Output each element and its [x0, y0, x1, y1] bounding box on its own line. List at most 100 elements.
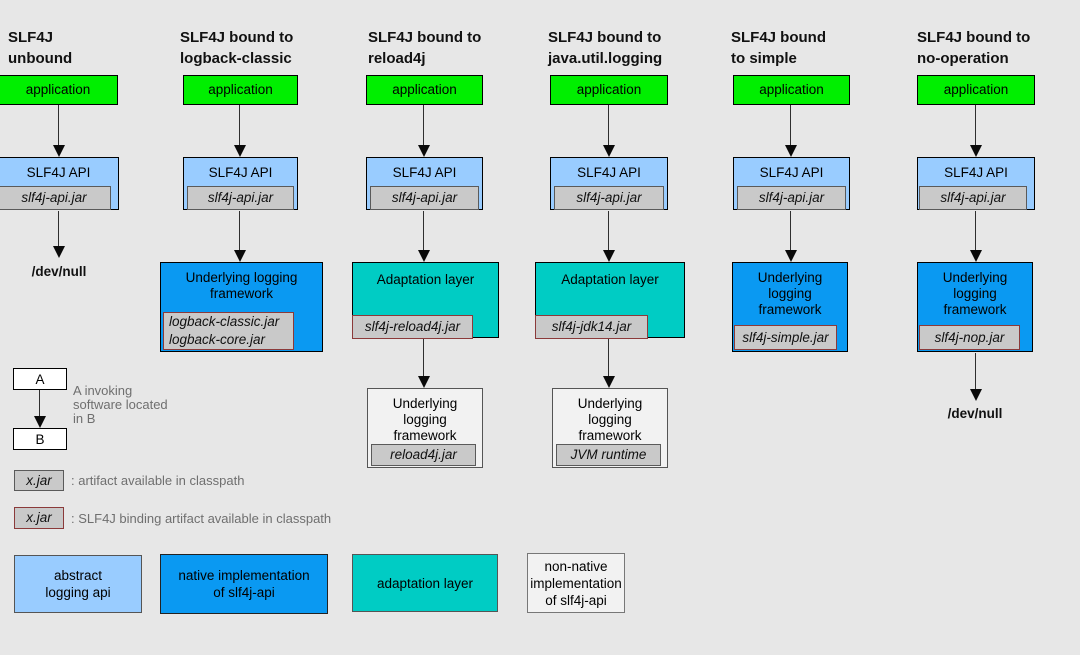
- arrowhead-icon: [418, 250, 430, 262]
- arrowhead-icon: [34, 416, 46, 428]
- arrow-down: [785, 211, 797, 262]
- jar-label: x.jar: [26, 472, 52, 488]
- underlying-framework-label: Underlying logging framework: [392, 396, 458, 443]
- legend-abstract-logging-api-box: abstract logging api: [14, 555, 142, 613]
- arrow-down: [418, 105, 430, 157]
- jar-label: slf4j-nop.jar: [934, 329, 1005, 345]
- legend-binding-jar-box: x.jar: [14, 507, 64, 529]
- slf4j-api-label: SLF4J API: [208, 165, 273, 180]
- column-title: SLF4J bound to no-operation: [917, 29, 1031, 67]
- application-box: application: [183, 75, 298, 105]
- jar-slf4j-jdk14: slf4j-jdk14.jar: [535, 315, 648, 339]
- legend-artifact-note: : artifact available in classpath: [71, 473, 245, 488]
- arrowhead-icon: [603, 250, 615, 262]
- legend-type-label: adaptation layer: [376, 575, 474, 591]
- arrow-shaft: [58, 105, 59, 146]
- arrow-down: [785, 105, 797, 157]
- arrowhead-icon: [53, 145, 65, 157]
- jar-slf4j-api: slf4j-api.jar: [370, 186, 479, 210]
- arrow-shaft: [239, 105, 240, 146]
- column-title: SLF4J bound to reload4j: [368, 29, 482, 67]
- jar-jvm-runtime: JVM runtime: [556, 444, 661, 466]
- arrow-shaft: [423, 211, 424, 251]
- arrow-shaft: [239, 211, 240, 251]
- arrow-shaft: [975, 353, 976, 390]
- legend-binding-note: : SLF4J binding artifact available in cl…: [71, 511, 332, 526]
- jar-label: JVM runtime: [570, 447, 647, 462]
- adaptation-layer-label: Adaptation layer: [561, 272, 659, 287]
- arrowhead-icon: [970, 389, 982, 401]
- underlying-framework-label: Underlying logging framework: [757, 270, 823, 317]
- jar-slf4j-api: slf4j-api.jar: [187, 186, 294, 210]
- slf4j-api-label: SLF4J API: [944, 165, 1008, 180]
- jar-label: slf4j-jdk14.jar: [551, 319, 632, 334]
- arrow-shaft: [790, 211, 791, 251]
- arrowhead-icon: [603, 145, 615, 157]
- arrow-shaft: [423, 339, 424, 377]
- legend-non-native-implementation-box: non-native implementation of slf4j-api: [527, 553, 625, 613]
- arrowhead-icon: [418, 145, 430, 157]
- arrow-shaft: [58, 211, 59, 247]
- legend-type-label: non-native implementation of slf4j-api: [530, 558, 622, 608]
- arrow-down: [418, 339, 430, 388]
- application-box: application: [733, 75, 850, 105]
- slf4j-api-box: SLF4J API slf4j-api.jar: [183, 157, 298, 210]
- application-label: application: [759, 82, 824, 97]
- column-title: SLF4J unbound: [8, 29, 73, 67]
- arrow-down: [603, 105, 615, 157]
- arrow-shaft: [975, 211, 976, 251]
- arrow-shaft: [608, 105, 609, 146]
- legend-invocation-note: A invoking software located in B: [73, 383, 168, 426]
- jar-label: slf4j-simple.jar: [742, 329, 829, 345]
- adaptation-layer-box: Adaptation layer slf4j-jdk14.jar: [535, 262, 685, 339]
- application-box: application: [550, 75, 668, 105]
- dev-null-label: /dev/null: [31, 264, 87, 279]
- underlying-framework-box: Underlying logging framework reload4j.ja…: [367, 388, 483, 468]
- arrowhead-icon: [970, 145, 982, 157]
- slf4j-api-box: SLF4J API slf4j-api.jar: [550, 157, 668, 210]
- column-title: SLF4J bound to logback-classic: [180, 29, 294, 67]
- arrow-shaft: [790, 105, 791, 146]
- arrow-down: [34, 390, 46, 428]
- column-title: SLF4J bound to simple: [731, 29, 826, 67]
- jar-label: slf4j-api.jar: [391, 190, 458, 205]
- arrow-shaft: [39, 390, 40, 417]
- arrow-down: [970, 211, 982, 262]
- legend-adaptation-layer-box: adaptation layer: [352, 554, 498, 612]
- arrowhead-icon: [53, 246, 65, 258]
- arrowhead-icon: [234, 145, 246, 157]
- arrow-down: [970, 353, 982, 401]
- underlying-framework-label: Underlying logging framework: [577, 396, 643, 443]
- arrow-down: [418, 211, 430, 262]
- underlying-framework-box: Underlying logging framework slf4j-simpl…: [732, 262, 848, 352]
- jar-label: slf4j-api.jar: [576, 190, 642, 205]
- jar-slf4j-api: slf4j-api.jar: [554, 186, 664, 210]
- application-box: application: [366, 75, 483, 105]
- slf4j-api-box: SLF4J API slf4j-api.jar: [917, 157, 1035, 210]
- jar-label: slf4j-api.jar: [21, 190, 87, 205]
- slf4j-api-box: SLF4J API slf4j-api.jar: [366, 157, 483, 210]
- slf4j-api-label: SLF4J API: [392, 165, 457, 180]
- arrowhead-icon: [234, 250, 246, 262]
- arrow-shaft: [608, 339, 609, 377]
- application-label: application: [576, 82, 642, 97]
- arrow-down: [53, 105, 65, 157]
- arrowhead-icon: [785, 145, 797, 157]
- arrow-down: [603, 339, 615, 388]
- application-label: application: [392, 82, 457, 97]
- arrowhead-icon: [418, 376, 430, 388]
- arrow-shaft: [975, 105, 976, 146]
- jar-slf4j-nop: slf4j-nop.jar: [919, 325, 1020, 350]
- jar-label: slf4j-api.jar: [940, 190, 1006, 205]
- column-title: SLF4J bound to java.util.logging: [548, 29, 663, 67]
- slf4j-api-label: SLF4J API: [577, 165, 641, 180]
- jar-logback: logback-classic.jar logback-core.jar: [163, 312, 294, 350]
- jar-label: logback-classic.jar logback-core.jar: [169, 314, 280, 347]
- arrow-down: [603, 211, 615, 262]
- application-label: application: [943, 82, 1009, 97]
- legend-type-label: native implementation of slf4j-api: [178, 568, 310, 600]
- adaptation-layer-box: Adaptation layer slf4j-reload4j.jar: [352, 262, 499, 339]
- underlying-framework-box: Underlying logging framework JVM runtime: [552, 388, 668, 468]
- jar-slf4j-reload4j: slf4j-reload4j.jar: [352, 315, 473, 339]
